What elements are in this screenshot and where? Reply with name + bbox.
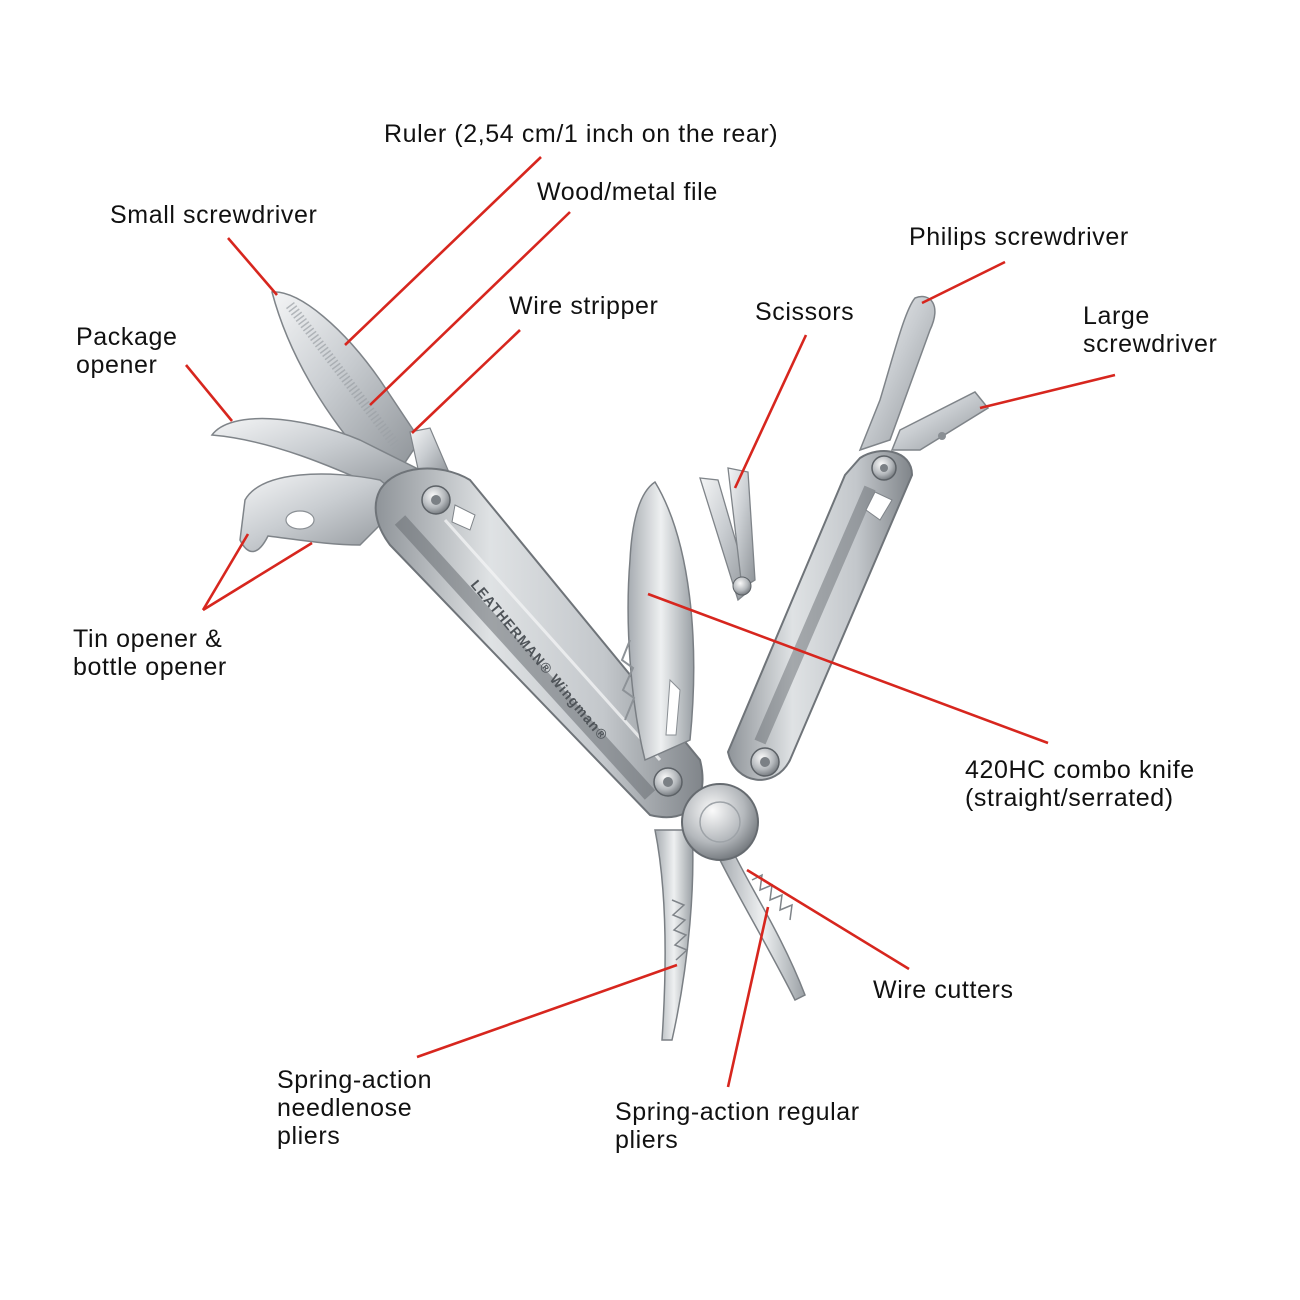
label-combo-knife-line2: (straight/serrated) — [965, 784, 1174, 812]
label-regular-pliers-line2: pliers — [615, 1126, 679, 1154]
scissors-blade-2 — [727, 467, 756, 590]
label-large-screwdriver-line1: Large — [1083, 302, 1150, 330]
left-handle-tools: LEATHERMAN® Wingman® — [210, 291, 704, 819]
leader-small-screwdriver — [227, 237, 278, 296]
label-philips-screwdriver: Philips screwdriver — [909, 223, 1129, 251]
label-large-screwdriver: Large screwdriver — [1083, 302, 1217, 358]
pliers-jaw-left — [654, 829, 694, 1041]
label-tin-opener-line2: bottle opener — [73, 653, 227, 681]
label-package-opener: Package opener — [76, 323, 178, 379]
leader-philips — [921, 260, 1006, 305]
leader-package-opener — [184, 364, 234, 422]
pliers-pivot — [681, 783, 759, 861]
label-tin-opener: Tin opener & bottle opener — [73, 625, 227, 681]
leader-file — [369, 211, 571, 406]
label-needlenose-line2: needlenose — [277, 1094, 413, 1122]
label-combo-knife-line1: 420HC combo knife — [965, 756, 1195, 784]
leader-tin-opener-2 — [202, 541, 313, 612]
label-scissors: Scissors — [755, 298, 855, 326]
label-package-opener-line2: opener — [76, 351, 158, 379]
label-regular-pliers: Spring-action regular pliers — [615, 1098, 860, 1154]
label-combo-knife: 420HC combo knife (straight/serrated) — [965, 756, 1195, 812]
label-needlenose-line3: pliers — [277, 1122, 341, 1150]
label-package-opener-line1: Package — [76, 323, 178, 351]
label-wire-stripper: Wire stripper — [509, 292, 659, 320]
leader-lines — [184, 156, 1116, 1088]
label-small-screwdriver: Small screwdriver — [110, 201, 318, 229]
large-screwdriver — [890, 391, 990, 451]
leader-regular-pliers — [726, 906, 770, 1088]
label-regular-pliers-line1: Spring-action regular — [615, 1098, 860, 1126]
label-tin-opener-line1: Tin opener & — [73, 625, 223, 653]
label-needlenose-line1: Spring-action — [277, 1066, 433, 1094]
leader-ruler — [344, 156, 542, 346]
knife-blade — [627, 480, 695, 762]
leader-needlenose — [416, 963, 678, 1059]
leader-wire-stripper — [411, 329, 521, 434]
leader-large-screwdriver — [979, 373, 1116, 410]
label-needlenose-pliers: Spring-action needlenose pliers — [277, 1066, 432, 1150]
leader-wire-cutters — [746, 868, 910, 971]
pliers — [654, 783, 806, 1041]
combo-knife — [620, 480, 695, 762]
label-file: Wood/metal file — [537, 178, 718, 206]
tin-opener-blade — [239, 473, 407, 553]
label-large-screwdriver-line2: screwdriver — [1083, 330, 1218, 358]
label-ruler: Ruler (2,54 cm/1 inch on the rear) — [384, 120, 779, 148]
label-wire-cutters: Wire cutters — [873, 976, 1014, 1004]
leader-scissors — [733, 334, 808, 489]
right-handle-tools — [699, 295, 990, 781]
leader-knife — [647, 592, 1049, 745]
leader-tin-opener-1 — [201, 533, 250, 611]
pliers-jaw-right — [719, 832, 806, 1002]
